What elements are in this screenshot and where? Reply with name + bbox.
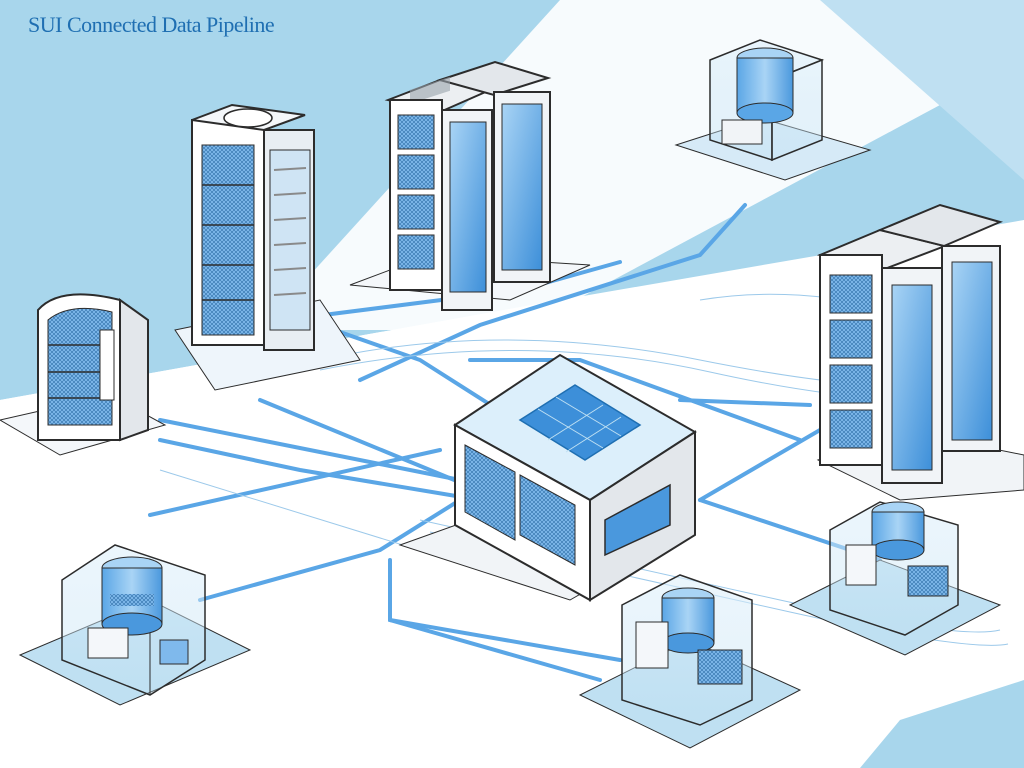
twin-server-rack-top (349, 60, 591, 311)
tower-server-left (174, 103, 361, 391)
twin-server-rack-right (816, 203, 1024, 501)
processor-chip-icon (518, 384, 642, 461)
diagram-title: SUI Connected Data Pipeline (28, 12, 275, 37)
storage-cylinder-bottom-center (578, 574, 802, 749)
data-flow-pipes (148, 203, 882, 682)
storage-cylinder-bottom-right (788, 501, 1002, 656)
central-processing-hub (398, 353, 697, 602)
hub-display-icon (604, 483, 671, 557)
storage-cylinder-bottom-left (18, 544, 252, 706)
server-grille-icon (201, 144, 255, 336)
server-bay-left (0, 293, 167, 456)
storage-cylinder-top-right (674, 39, 872, 181)
rack-slot-icon (397, 114, 435, 150)
